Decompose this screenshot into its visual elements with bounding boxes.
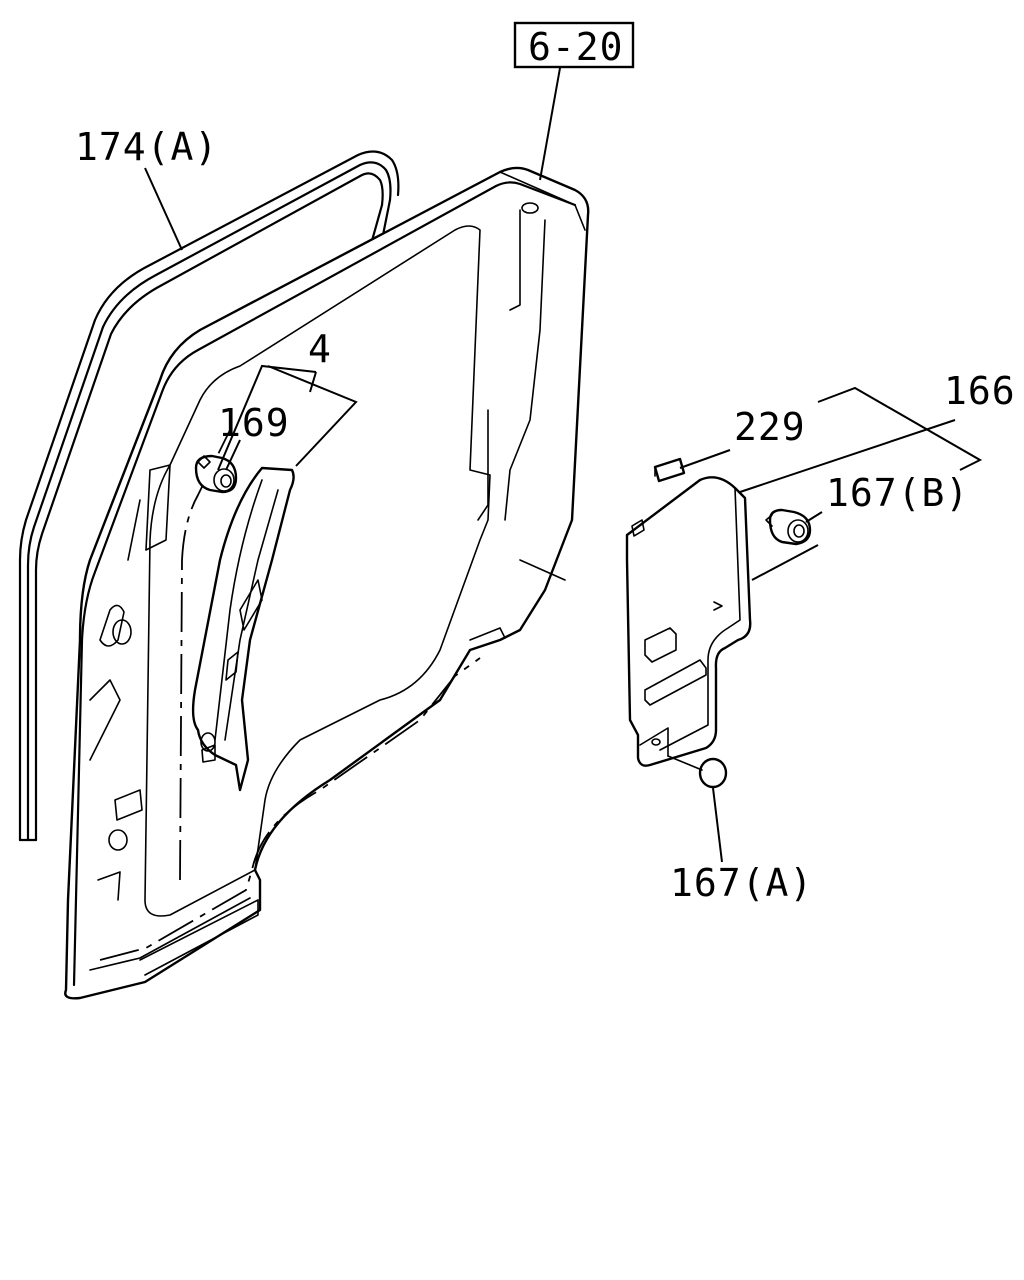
callout-4: 4 bbox=[308, 327, 332, 371]
callout-169: 169 bbox=[218, 401, 290, 445]
trim-panel-166-part bbox=[625, 476, 752, 767]
callout-166: 166 bbox=[944, 369, 1016, 413]
callout-174a: 174(A) bbox=[75, 125, 218, 169]
leader-lines bbox=[144, 67, 983, 863]
reference-label: 6-20 bbox=[528, 25, 624, 69]
clip-169-part bbox=[194, 454, 238, 494]
callout-167a: 167(A) bbox=[670, 861, 813, 905]
clip-167b-part bbox=[765, 508, 812, 546]
door-panel bbox=[64, 166, 590, 1000]
callout-167b: 167(B) bbox=[826, 471, 969, 515]
callout-labels: 174(A) 4 169 229 166 167(B) 167(A) bbox=[75, 125, 1016, 905]
clip-167a-part bbox=[667, 755, 728, 789]
callout-229: 229 bbox=[734, 405, 806, 449]
spacer-229-part bbox=[653, 457, 686, 483]
glass-run-part bbox=[191, 466, 295, 792]
reference-box: 6-20 bbox=[513, 21, 635, 69]
